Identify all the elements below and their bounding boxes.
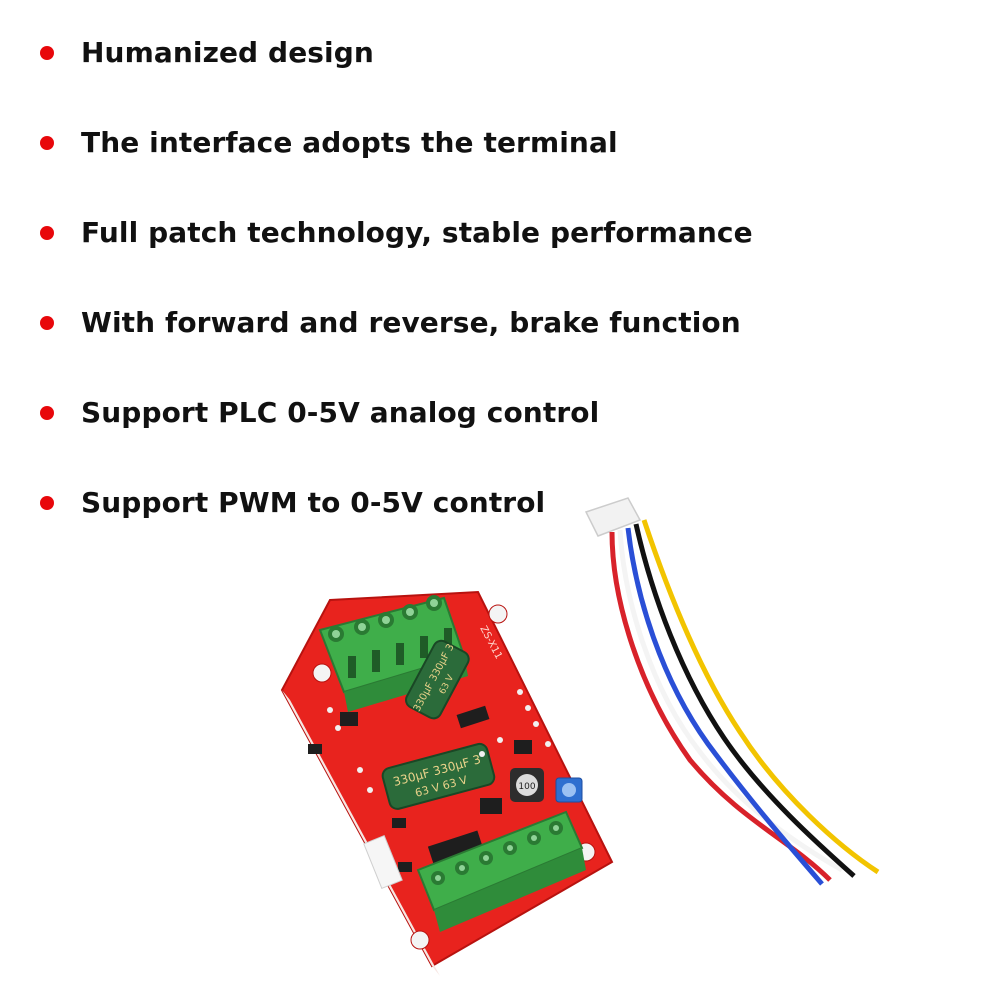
wire-connector (584, 497, 642, 537)
product-photo: 330μF 330μF 3 63 V 330μF 330μF 3 63 V 63… (280, 497, 880, 976)
bullet-dot-icon (40, 496, 54, 510)
feature-item: Full patch technology, stable performanc… (0, 213, 1000, 253)
bullet-dot-icon (40, 316, 54, 330)
bullet-dot-icon (40, 46, 54, 60)
solder-pads (327, 689, 551, 793)
feature-text: Humanized design (81, 36, 374, 69)
ic-chip (427, 830, 485, 868)
ic-chip (308, 744, 322, 754)
ic-chip (340, 712, 358, 726)
mounting-hole (488, 604, 508, 624)
motor-driver-board: 330μF 330μF 3 63 V 330μF 330μF 3 63 V 63… (280, 590, 614, 976)
bullet-dot-icon (40, 136, 54, 150)
feature-text: The interface adopts the terminal (81, 126, 618, 159)
feature-text: Support PWM to 0-5V control (81, 486, 546, 519)
board-connector (363, 834, 403, 890)
mounting-hole (410, 930, 430, 950)
ic-chip (392, 818, 406, 828)
ic-chip (398, 862, 412, 872)
feature-item: The interface adopts the terminal (0, 123, 1000, 163)
capacitor-bottom: 330μF 330μF 3 63 V 63 V (381, 742, 496, 810)
feature-text: Full patch technology, stable performanc… (81, 216, 753, 249)
feature-item: Humanized design (0, 33, 1000, 73)
wire-blue (625, 527, 824, 886)
ic-chip (514, 740, 532, 754)
bullet-dot-icon (40, 226, 54, 240)
wire-yellow (641, 519, 880, 875)
potentiometer-icon (555, 777, 583, 803)
feature-item: Support PLC 0-5V analog control (0, 393, 1000, 433)
feature-item: Support PWM to 0-5V control (0, 483, 1000, 523)
wire-white (617, 529, 844, 873)
inductor-label: 100 (518, 782, 535, 792)
feature-text: With forward and reverse, brake function (81, 306, 741, 339)
mounting-hole (312, 663, 332, 683)
feature-text: Support PLC 0-5V analog control (81, 396, 600, 429)
bottom-terminal-block (416, 810, 586, 932)
ic-chip (480, 798, 502, 814)
inductor: 100 (510, 768, 544, 802)
wire-harness (584, 497, 880, 886)
ic-chip (456, 705, 490, 729)
wire-black (633, 523, 856, 878)
feature-item: With forward and reverse, brake function (0, 303, 1000, 343)
bullet-dot-icon (40, 406, 54, 420)
